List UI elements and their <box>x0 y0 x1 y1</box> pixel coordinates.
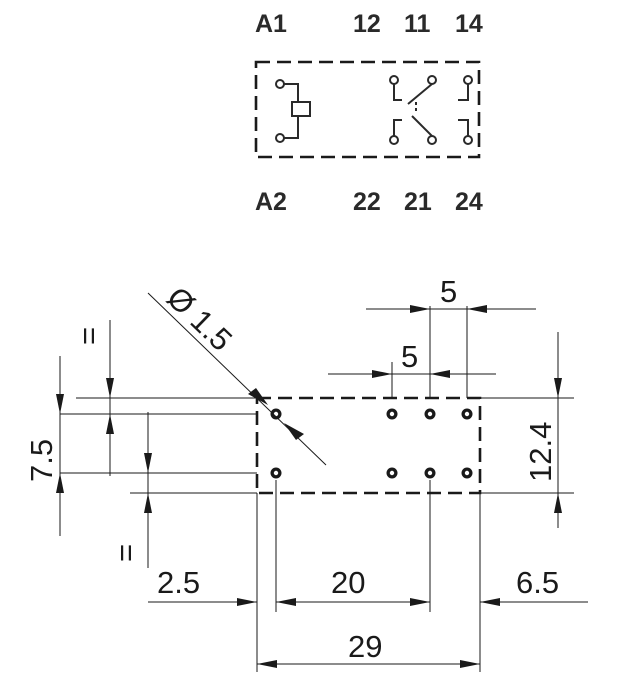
pin-label-a1: A1 <box>255 10 287 38</box>
terminal-22 <box>389 135 399 145</box>
contact-set-2 <box>389 115 473 145</box>
coil-symbol <box>275 79 311 143</box>
diameter-leader <box>147 292 327 466</box>
terminal-a2 <box>275 133 285 143</box>
dim-top-pitch: 5 <box>440 274 457 309</box>
pin-label-11: 11 <box>404 10 431 38</box>
terminal-21 <box>427 135 437 145</box>
pin-label-21: 21 <box>404 188 432 216</box>
terminal-a1 <box>275 79 285 89</box>
diameter-label: Ø 1.5 <box>160 280 239 358</box>
terminal-14 <box>463 75 473 85</box>
schematic-enclosure <box>254 60 481 159</box>
pin-label-14: 14 <box>455 10 483 38</box>
dim-height: 12.4 <box>523 422 558 482</box>
pin-holes <box>270 408 473 479</box>
dim-right-margin: 6.5 <box>516 565 559 600</box>
equal-mark-bottom: = <box>108 544 143 562</box>
dim-total-width: 29 <box>348 629 382 664</box>
dim-left-margin: 2.5 <box>157 565 200 600</box>
contact-set-1 <box>389 75 473 105</box>
dim-coil-to-contacts: 20 <box>331 565 365 600</box>
pin-label-12: 12 <box>353 10 381 38</box>
terminal-24 <box>463 135 473 145</box>
terminal-11 <box>427 75 437 85</box>
equal-mark-top: = <box>71 327 106 345</box>
terminal-12 <box>389 75 399 85</box>
footprint: Ø 1.5 5 5 = 7.5 <box>24 274 588 672</box>
footprint-outline <box>255 396 482 495</box>
pin-label-a2: A2 <box>255 188 287 216</box>
dim-second-pitch: 5 <box>401 339 418 374</box>
coil-body <box>291 101 311 117</box>
schematic: A1 12 11 14 A2 22 21 24 <box>254 10 483 216</box>
pin-label-22: 22 <box>353 188 381 216</box>
pin-label-24: 24 <box>455 188 483 216</box>
dim-row-offset: 7.5 <box>24 439 59 482</box>
